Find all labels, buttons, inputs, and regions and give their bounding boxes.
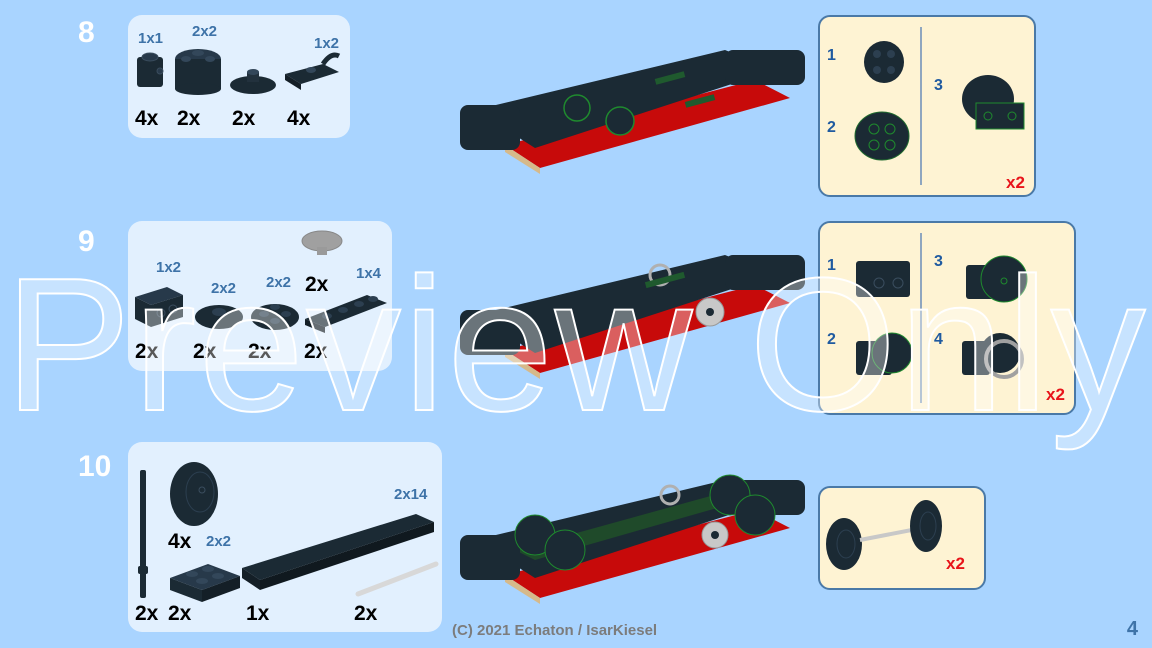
part-size-label: 2x2 <box>266 274 292 291</box>
sub-assembly-box: x2 <box>818 486 986 590</box>
round-plate-icon <box>195 305 243 329</box>
sub-step-number: 1 <box>827 47 836 64</box>
wheel-assembly-icon <box>962 75 1025 130</box>
part-size-label: 2x2 <box>192 23 218 40</box>
part-quantity: 2x <box>135 340 159 363</box>
part-size-label: 2x2 <box>211 280 237 297</box>
parts-list-box: 1x2 2x2 2x2 1x4 2x 2x <box>128 221 392 371</box>
part-size-label: 1x1 <box>138 30 164 47</box>
plate-2x2-icon <box>170 564 240 602</box>
sub-step-number: 2 <box>827 119 836 136</box>
round-brick-assembly-icon <box>854 111 910 161</box>
brick-1x2-icon <box>135 287 183 327</box>
plate-1x2-clip-icon <box>285 52 341 90</box>
multiplier-badge: x2 <box>946 554 965 573</box>
brick-1x2-icon <box>856 261 910 297</box>
sub-step-number: 1 <box>827 257 836 274</box>
part-size-label: 1x2 <box>156 259 182 276</box>
part-size-label: 2x14 <box>394 486 428 503</box>
part-quantity: 2x <box>248 340 272 363</box>
step-number: 9 <box>78 225 95 258</box>
part-quantity: 2x <box>177 107 201 130</box>
sub-assembly-box: 1 2 3 x2 <box>818 15 1036 197</box>
brick-1x1-icon <box>137 52 164 87</box>
sub-step-number: 3 <box>934 77 943 94</box>
part-quantity: 2x <box>135 602 159 625</box>
axle-icon <box>355 561 439 597</box>
round-plate-studs-icon <box>251 304 299 330</box>
steering-wheel-assembly-icon <box>962 333 1024 379</box>
round-plate-icon <box>864 41 904 83</box>
bar-icon <box>138 470 148 598</box>
part-quantity: 2x <box>304 340 328 363</box>
multiplier-badge: x2 <box>1046 385 1065 404</box>
train-wheel-icon <box>170 462 218 526</box>
steering-wheel-icon <box>301 230 343 255</box>
divider <box>920 233 922 403</box>
round-brick-2x2-icon <box>175 49 221 95</box>
round-plate-2x2-icon <box>230 69 276 94</box>
brick-round-assembly-icon <box>856 332 913 375</box>
sub-step-number: 2 <box>827 331 836 348</box>
copyright-text: (C) 2021 Echaton / IsarKiesel <box>452 622 658 639</box>
part-quantity: 2x <box>193 340 217 363</box>
chassis-assembly-step9 <box>460 255 805 379</box>
part-quantity: 1x <box>246 602 270 625</box>
sub-assembly-box: 1 2 3 4 x2 <box>818 221 1076 415</box>
chassis-assembly-step10 <box>460 474 805 604</box>
part-quantity: 4x <box>168 530 192 553</box>
page-number: 4 <box>1126 618 1138 640</box>
multiplier-badge: x2 <box>1006 173 1025 192</box>
plate-2x14-icon <box>242 514 434 590</box>
part-size-label: 1x2 <box>314 35 340 52</box>
part-quantity: 4x <box>135 107 159 130</box>
part-size-label: 2x2 <box>206 533 232 550</box>
parts-list-box: 2x2 2x14 4x 2x 2x 1x 2x <box>128 442 442 632</box>
part-quantity: 2x <box>232 107 256 130</box>
part-quantity: 4x <box>287 107 311 130</box>
divider <box>920 27 922 185</box>
parts-list-box: 1x1 2x2 1x2 4x 2x 2x <box>128 15 350 138</box>
sub-step-number: 3 <box>934 253 943 270</box>
step-number: 8 <box>78 16 95 49</box>
chassis-assembly-step8 <box>460 50 805 174</box>
part-quantity: 2x <box>168 602 192 625</box>
sub-step-number: 4 <box>934 331 943 348</box>
step-number: 10 <box>78 450 112 483</box>
wheel-assembly-icon <box>966 255 1028 303</box>
part-quantity: 2x <box>354 602 378 625</box>
wheel-axle-assembly-icon <box>826 500 942 570</box>
part-quantity: 2x <box>305 273 329 296</box>
plate-1x4-icon <box>305 295 387 333</box>
part-size-label: 1x4 <box>356 265 382 282</box>
